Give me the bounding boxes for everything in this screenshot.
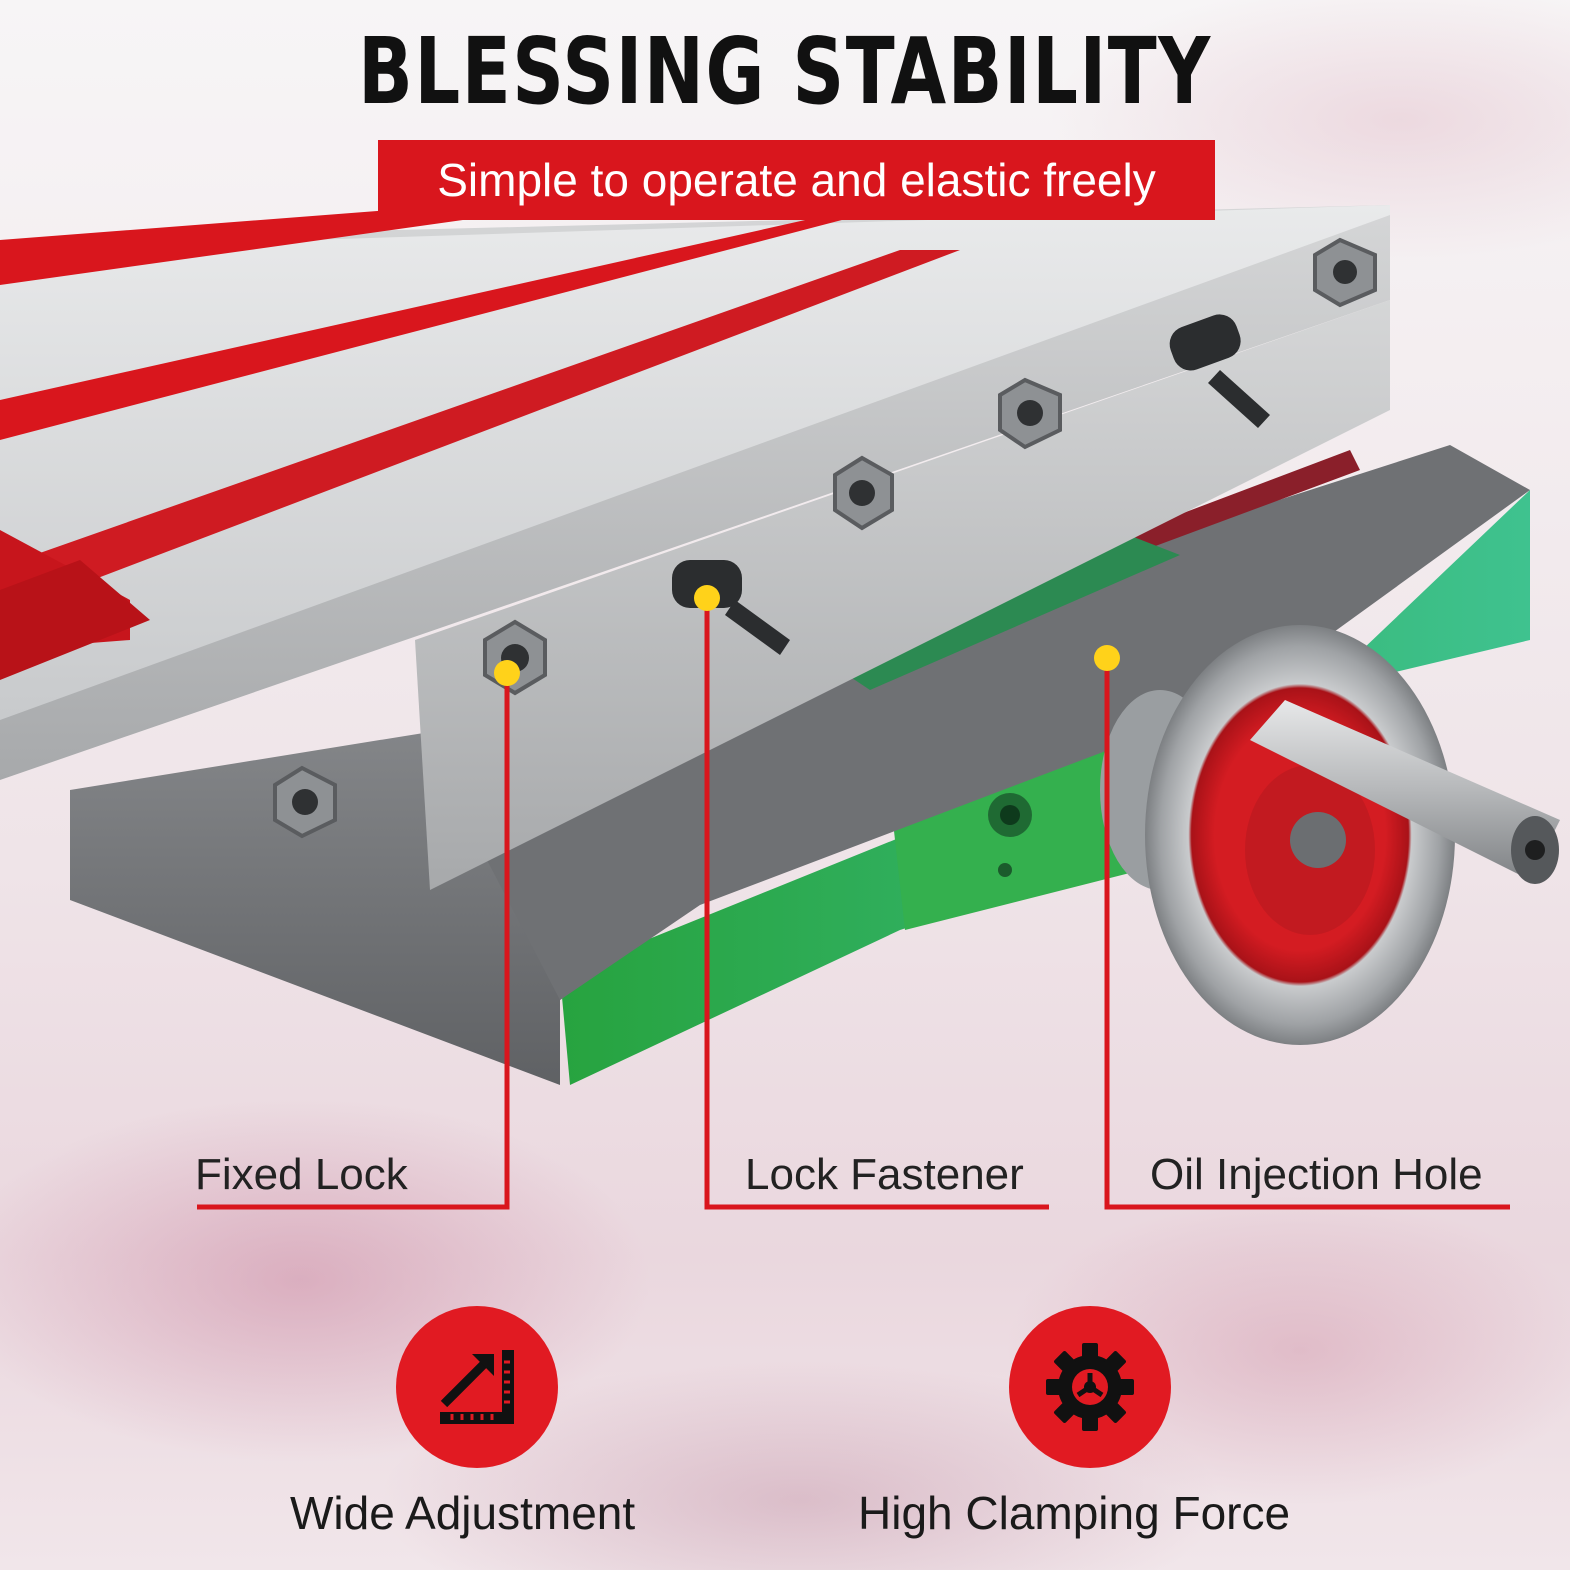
callout-label-fixed-lock: Fixed Lock: [195, 1150, 408, 1199]
callout-label-oil-injection-hole: Oil Injection Hole: [1150, 1150, 1483, 1199]
subtitle-banner: Simple to operate and elastic freely: [378, 140, 1215, 220]
callout-label-lock-fastener: Lock Fastener: [745, 1150, 1024, 1199]
steel-column: [415, 300, 1390, 890]
feature-wide-adjustment: [396, 1306, 558, 1468]
feature-high-clamping-force: [1009, 1306, 1171, 1468]
t-slot-2: [0, 210, 880, 440]
t-slot-3: [20, 250, 960, 600]
marker-fixed-lock: [494, 660, 520, 686]
marker-lock-fastener: [694, 585, 720, 611]
feature-label-high-clamping-force: High Clamping Force: [858, 1487, 1291, 1539]
feature-circle: [1009, 1306, 1171, 1468]
subtitle-text: Simple to operate and elastic freely: [437, 154, 1156, 206]
feature-circle: [396, 1306, 558, 1468]
gear-icon: [1046, 1343, 1134, 1431]
ruler-arrow-icon: [440, 1350, 514, 1424]
t-slot-1: [0, 200, 520, 285]
marker-oil-injection-hole: [1094, 645, 1120, 671]
wheel-handle: [1250, 700, 1560, 880]
feature-label-wide-adjustment: Wide Adjustment: [290, 1487, 636, 1539]
page-title: BLESSING STABILITY: [358, 18, 1212, 125]
